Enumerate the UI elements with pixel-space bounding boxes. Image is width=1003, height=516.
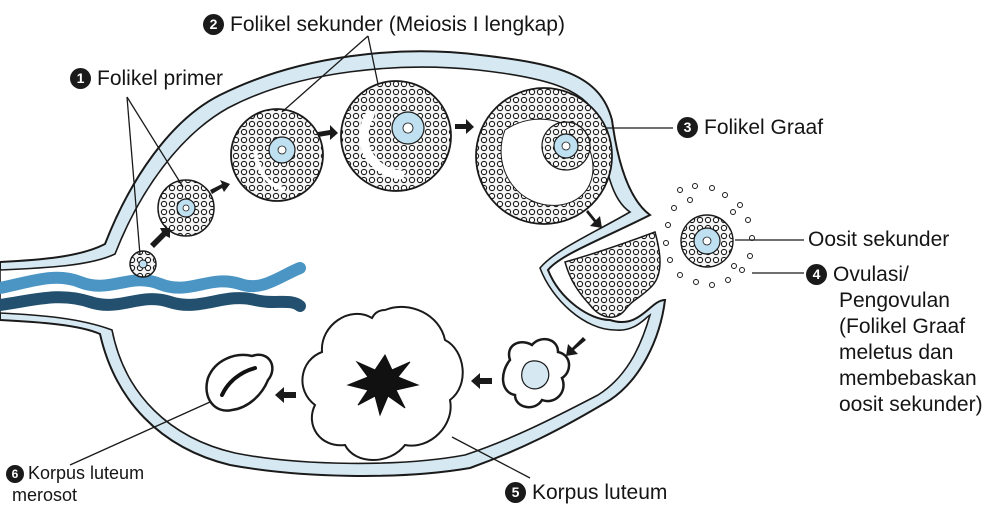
label-number-4: 4: [806, 264, 827, 285]
secondary-follicle-2: [341, 81, 451, 191]
primary-follicle-large: [158, 180, 214, 236]
graafian-follicle: [476, 88, 612, 224]
secondary-follicle-1: [231, 109, 323, 201]
label-number-5: 5: [505, 482, 526, 503]
label-number-6: 6: [6, 465, 24, 483]
label-oosit-sekunder: Oosit sekunder: [808, 227, 949, 253]
label-number-3: 3: [677, 117, 698, 138]
primary-follicle-small: [130, 251, 156, 277]
label-number-2: 2: [203, 14, 224, 35]
label-number-1: 1: [70, 68, 91, 89]
